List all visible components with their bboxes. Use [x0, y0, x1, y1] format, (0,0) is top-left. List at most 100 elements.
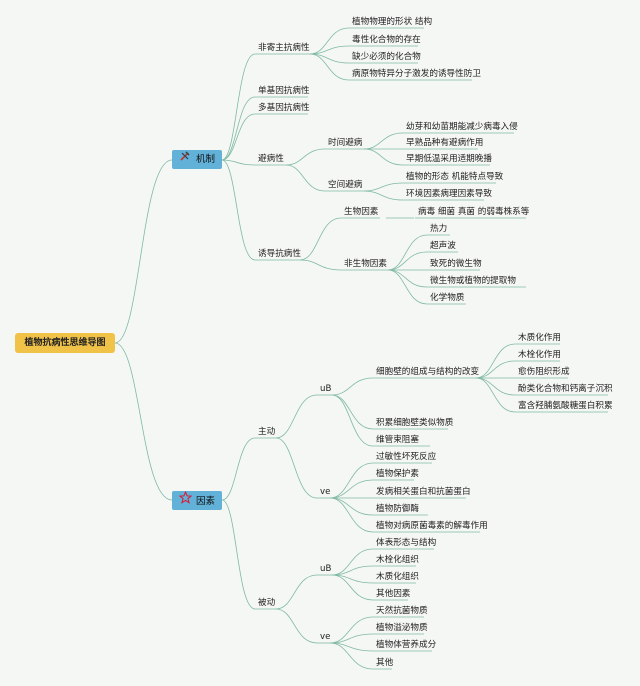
- connector: [221, 437, 256, 501]
- node-active[interactable]: 主动: [258, 427, 276, 437]
- abio-factor-item[interactable]: 超声波: [430, 241, 456, 251]
- time-avoid-item[interactable]: 早期低温采用适期晚播: [406, 154, 492, 164]
- root-node[interactable]: 植物抗病性思维导图: [15, 333, 115, 353]
- tools-icon: [178, 150, 192, 169]
- time-avoid-item[interactable]: 早熟品种有避病作用: [406, 138, 484, 148]
- connector: [387, 269, 428, 305]
- space-avoid-item[interactable]: 环境因素病理因素导致: [406, 189, 492, 199]
- time-avoid-item[interactable]: 幼芽和幼苗期能减少病毒入侵: [406, 122, 518, 132]
- node-passive[interactable]: 被动: [258, 598, 276, 608]
- connector: [221, 499, 256, 610]
- node-cell-wall[interactable]: 细胞壁的组成与结构的改变: [376, 367, 480, 377]
- connector: [331, 565, 374, 576]
- cell-wall-item[interactable]: 酚类化合物和钙离子沉积: [518, 384, 613, 394]
- connector: [309, 27, 350, 55]
- cell-wall-item[interactable]: 木栓化作用: [518, 350, 561, 360]
- node-passive-ve[interactable]: ve: [320, 632, 331, 642]
- passive-ve-item[interactable]: 植物体营养成分: [376, 640, 437, 650]
- connector: [275, 437, 318, 499]
- passive-ub-item[interactable]: 体表形态与结构: [376, 538, 437, 548]
- active-ve-item[interactable]: 发病相关蛋白和抗菌蛋白: [376, 487, 471, 497]
- cell-wall-item[interactable]: 富含羟脯氨酸糖蛋白积累: [518, 401, 613, 411]
- connector: [275, 608, 318, 644]
- passive-ve-item[interactable]: 天然抗菌物质: [376, 606, 428, 616]
- node-time-avoid[interactable]: 时间避病: [328, 138, 363, 148]
- connector: [299, 259, 342, 271]
- abio-factor-item[interactable]: 化学物质: [430, 293, 465, 303]
- cell-wall-item[interactable]: 愈伤阻织形成: [518, 367, 570, 377]
- connector: [221, 96, 256, 161]
- node-passive-ub[interactable]: uB: [320, 564, 332, 574]
- passive-ve-item[interactable]: 其他: [376, 658, 394, 668]
- branch-mechanism-label: 机制: [196, 154, 216, 165]
- connector: [329, 616, 374, 644]
- connector: [475, 360, 516, 379]
- connector: [221, 159, 256, 166]
- bio-factor-item[interactable]: 病毒 细菌 真菌 的弱毒株系等: [418, 207, 530, 217]
- connector: [329, 497, 374, 533]
- passive-ub-item[interactable]: 木栓化组织: [376, 555, 419, 565]
- connector: [331, 548, 374, 576]
- node-multi-gene[interactable]: 多基因抗病性: [258, 103, 310, 113]
- connector: [221, 53, 256, 161]
- node-abio-factor[interactable]: 非生物因素: [344, 259, 387, 269]
- connector: [387, 269, 428, 288]
- connector: [387, 234, 428, 271]
- connector: [329, 642, 374, 670]
- abio-factor-item[interactable]: 致死的微生物: [430, 259, 482, 269]
- node-single-gene[interactable]: 单基因抗病性: [258, 86, 310, 96]
- connector: [475, 377, 516, 413]
- active-ve-item[interactable]: 植物保护素: [376, 469, 419, 479]
- star-icon: [178, 490, 192, 511]
- connector: [475, 343, 516, 379]
- abio-factor-item[interactable]: 微生物或植物的提取物: [430, 276, 516, 286]
- connector: [329, 479, 374, 499]
- connector: [309, 45, 350, 55]
- passive-ub-item[interactable]: 木质化组织: [376, 572, 419, 582]
- connector: [329, 462, 374, 499]
- connector: [331, 574, 374, 601]
- branch-mechanism[interactable]: 机制: [172, 150, 222, 169]
- active-ve-item[interactable]: 植物防御酶: [376, 504, 419, 514]
- connector: [329, 633, 374, 644]
- nonhost-item[interactable]: 缺少必须的化合物: [352, 52, 421, 62]
- connector: [363, 148, 404, 166]
- connector: [363, 190, 404, 201]
- connector: [114, 159, 173, 344]
- connector: [331, 394, 374, 447]
- node-active-ve[interactable]: ve: [320, 487, 331, 497]
- connector: [221, 113, 256, 161]
- nonhost-item[interactable]: 毒性化合物的存在: [352, 35, 421, 45]
- connector: [114, 342, 173, 501]
- node-nonhost[interactable]: 非寄主抗病性: [258, 43, 310, 53]
- connector: [363, 132, 404, 150]
- connector: [221, 159, 256, 261]
- active-ve-item[interactable]: 植物对病原菌毒素的解毒作用: [376, 521, 488, 531]
- node-avoidance[interactable]: 避病性: [258, 154, 284, 164]
- active-ub-item[interactable]: 积累细胞壁类似物质: [376, 418, 454, 428]
- connector: [285, 164, 326, 192]
- connector: [475, 377, 516, 396]
- cell-wall-item[interactable]: 木质化作用: [518, 333, 561, 343]
- node-induced[interactable]: 诱导抗病性: [258, 249, 301, 259]
- node-active-ub[interactable]: uB: [320, 384, 332, 394]
- connector: [285, 148, 326, 166]
- active-ub-item[interactable]: 维管束阻塞: [376, 435, 419, 445]
- connector: [331, 377, 374, 396]
- nonhost-item[interactable]: 病原物特异分子激发的诱导性防卫: [352, 69, 481, 79]
- connector: [329, 497, 374, 516]
- space-avoid-item[interactable]: 植物的形态 机能特点导致: [406, 172, 504, 182]
- passive-ub-item[interactable]: 其他因素: [376, 589, 411, 599]
- branch-factors[interactable]: 因素: [172, 490, 222, 511]
- node-bio-factor[interactable]: 生物因素: [344, 207, 379, 217]
- abio-factor-item[interactable]: 热力: [430, 224, 448, 234]
- connector: [363, 182, 404, 192]
- connector: [387, 251, 428, 271]
- connector: [309, 53, 350, 81]
- active-ve-item[interactable]: 过敏性坏死反应: [376, 452, 437, 462]
- nonhost-item[interactable]: 植物物理的形状 结构: [352, 17, 433, 27]
- node-space-avoid[interactable]: 空间避病: [328, 180, 363, 190]
- passive-ve-item[interactable]: 植物溢泌物质: [376, 623, 428, 633]
